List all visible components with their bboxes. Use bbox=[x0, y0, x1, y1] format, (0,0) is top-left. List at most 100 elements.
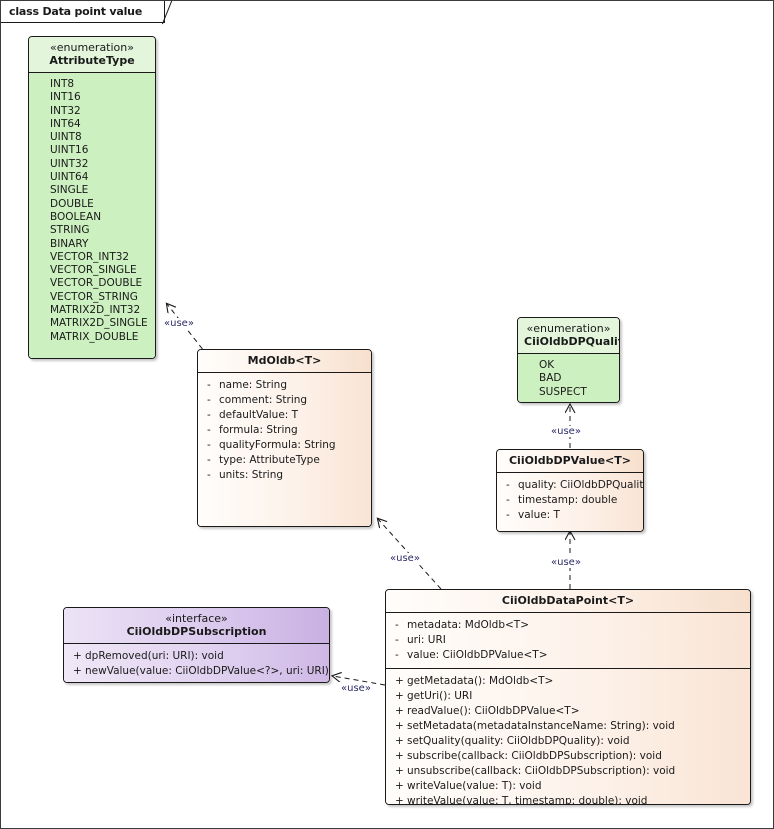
enum-literal: UINT16 bbox=[50, 144, 89, 157]
attribute-signature: formula: String bbox=[219, 424, 298, 436]
attribute-signature: units: String bbox=[219, 469, 284, 481]
class-header-dp-subscription: «interface» CiiOldbDPSubscription bbox=[64, 608, 329, 644]
class-box-dp-subscription[interactable]: «interface» CiiOldbDPSubscription + dpRe… bbox=[63, 607, 330, 683]
attribute-signature: timestamp: double bbox=[518, 494, 618, 506]
class-box-dp-value[interactable]: CiiOldbDPValue<T> - quality: CiiOldbDPQu… bbox=[496, 449, 644, 532]
operation-signature: writeValue(value: T): void bbox=[407, 780, 542, 792]
attribute-row: - formula: String bbox=[202, 423, 367, 438]
operation-row: + readValue(): CiiOldbDPValue<T> bbox=[390, 704, 746, 719]
enum-literal: UINT32 bbox=[50, 157, 89, 170]
enum-literal: INT8 bbox=[50, 78, 75, 90]
operation-signature: dpRemoved(uri: URI): void bbox=[85, 650, 224, 662]
use-label-datapoint-dpsubscription: «use» bbox=[340, 683, 372, 694]
enum-literal: DOUBLE bbox=[50, 197, 94, 210]
operation-signature: newValue(value: CiiOldbDPValue<?>, uri: … bbox=[85, 665, 330, 677]
visibility-marker: + bbox=[395, 675, 404, 687]
operation-signature: getMetadata(): MdOldb<T> bbox=[407, 675, 554, 687]
attribute-signature: qualityFormula: String bbox=[219, 439, 336, 451]
enum-literal: MATRIX2D_SINGLE bbox=[50, 317, 148, 330]
class-header-dp-quality: «enumeration» CiiOldbDPQuality bbox=[518, 318, 619, 354]
diagram-frame-tab: class Data point value bbox=[1, 1, 166, 23]
operation-row: + setMetadata(metadataInstanceName: Stri… bbox=[390, 719, 746, 734]
enum-literal: VECTOR_INT32 bbox=[50, 250, 130, 263]
visibility-marker: - bbox=[395, 634, 399, 646]
operation-signature: readValue(): CiiOldbDPValue<T> bbox=[407, 705, 580, 717]
enum-literal: VECTOR_STRING bbox=[50, 290, 138, 303]
enum-literal: UINT64 bbox=[50, 171, 89, 184]
visibility-marker: - bbox=[395, 619, 399, 631]
visibility-marker: + bbox=[395, 795, 404, 805]
enum-literal: MATRIX_DOUBLE bbox=[50, 330, 139, 343]
class-box-md-oldb[interactable]: MdOldb<T> - name: String - comment: Stri… bbox=[197, 349, 372, 527]
visibility-marker: - bbox=[207, 469, 211, 481]
attribute-row: - qualityFormula: String bbox=[202, 438, 367, 453]
visibility-marker: + bbox=[395, 690, 404, 702]
stereotype-enumeration: «enumeration» bbox=[526, 322, 611, 335]
visibility-marker: - bbox=[207, 379, 211, 391]
visibility-marker: - bbox=[207, 454, 211, 466]
stereotype-interface: «interface» bbox=[165, 612, 228, 625]
class-header-data-point: CiiOldbDataPoint<T> bbox=[386, 590, 750, 613]
operation-row: + getUri(): URI bbox=[390, 689, 746, 704]
enum-literal: BAD bbox=[539, 372, 562, 385]
attribute-row: - metadata: MdOldb<T> bbox=[390, 618, 746, 633]
visibility-marker: + bbox=[395, 720, 404, 732]
attribute-signature: uri: URI bbox=[407, 634, 446, 646]
attribute-signature: name: String bbox=[219, 379, 287, 391]
enum-literal: UINT8 bbox=[50, 131, 82, 144]
diagram-frame-label: class Data point value bbox=[9, 5, 143, 18]
enum-literal: SUSPECT bbox=[539, 385, 587, 398]
compartment-attributes-dp-value: - quality: CiiOldbDPQuality - timestamp:… bbox=[497, 473, 643, 531]
compartment-literals-attribute-type: INT8 INT16 INT32 INT64 UINT8 UINT16 UINT… bbox=[29, 73, 155, 358]
compartment-attributes-data-point: - metadata: MdOldb<T> - uri: URI - value… bbox=[386, 613, 750, 668]
enum-literal: INT16 bbox=[50, 91, 81, 104]
enum-literal: STRING bbox=[50, 224, 90, 237]
visibility-marker: - bbox=[506, 509, 510, 521]
enum-literal: OK bbox=[539, 359, 555, 371]
compartment-literals-dp-quality: OK BAD SUSPECT bbox=[518, 354, 619, 402]
attribute-row: - defaultValue: T bbox=[202, 408, 367, 423]
attribute-signature: type: AttributeType bbox=[219, 454, 320, 466]
operation-row: + subscribe(callback: CiiOldbDPSubscript… bbox=[390, 749, 746, 764]
visibility-marker: + bbox=[395, 750, 404, 762]
enum-literal: BOOLEAN bbox=[50, 210, 102, 223]
visibility-marker: + bbox=[73, 665, 82, 677]
stereotype-enumeration: «enumeration» bbox=[50, 41, 134, 54]
attribute-row: - value: T bbox=[501, 508, 639, 523]
visibility-marker: - bbox=[506, 479, 510, 491]
enum-literal: MATRIX2D_INT32 bbox=[50, 304, 141, 317]
use-label-datapoint-mdoldb: «use» bbox=[389, 553, 421, 564]
enum-literal: VECTOR_SINGLE bbox=[50, 264, 137, 277]
operation-signature: subscribe(callback: CiiOldbDPSubscriptio… bbox=[407, 750, 662, 762]
class-name-dp-quality: CiiOldbDPQuality bbox=[524, 335, 620, 348]
attribute-row: - uri: URI bbox=[390, 633, 746, 648]
attribute-row: - timestamp: double bbox=[501, 493, 639, 508]
class-box-dp-quality[interactable]: «enumeration» CiiOldbDPQuality OK BAD SU… bbox=[517, 317, 620, 403]
attribute-row: - quality: CiiOldbDPQuality bbox=[501, 478, 643, 493]
attribute-row: - value: CiiOldbDPValue<T> bbox=[390, 648, 746, 663]
class-name-data-point: CiiOldbDataPoint<T> bbox=[501, 594, 635, 607]
visibility-marker: - bbox=[506, 494, 510, 506]
class-box-attribute-type[interactable]: «enumeration» AttributeType INT8 INT16 I… bbox=[28, 36, 156, 359]
compartment-attributes-md-oldb: - name: String - comment: String - defau… bbox=[198, 373, 371, 526]
enum-literal: INT64 bbox=[50, 117, 81, 130]
visibility-marker: + bbox=[395, 705, 404, 717]
enum-literal: INT32 bbox=[50, 104, 81, 117]
attribute-row: - name: String bbox=[202, 378, 367, 393]
enum-literal: VECTOR_DOUBLE bbox=[50, 277, 143, 290]
class-box-data-point[interactable]: CiiOldbDataPoint<T> - metadata: MdOldb<T… bbox=[385, 589, 751, 805]
operation-row: + unsubscribe(callback: CiiOldbDPSubscri… bbox=[390, 764, 746, 779]
use-label-datapoint-dpvalue: «use» bbox=[550, 557, 582, 568]
enum-literal: BINARY bbox=[50, 237, 89, 250]
operation-signature: setMetadata(metadataInstanceName: String… bbox=[407, 720, 675, 732]
attribute-row: - type: AttributeType bbox=[202, 453, 367, 468]
class-name-dp-subscription: CiiOldbDPSubscription bbox=[126, 625, 267, 638]
visibility-marker: - bbox=[207, 424, 211, 436]
class-name-dp-value: CiiOldbDPValue<T> bbox=[508, 454, 631, 467]
attribute-signature: defaultValue: T bbox=[219, 409, 299, 421]
attribute-row: - units: String bbox=[202, 468, 367, 483]
operation-row: + dpRemoved(uri: URI): void bbox=[68, 649, 325, 664]
visibility-marker: + bbox=[73, 650, 82, 662]
operation-row: + newValue(value: CiiOldbDPValue<?>, uri… bbox=[68, 664, 329, 679]
